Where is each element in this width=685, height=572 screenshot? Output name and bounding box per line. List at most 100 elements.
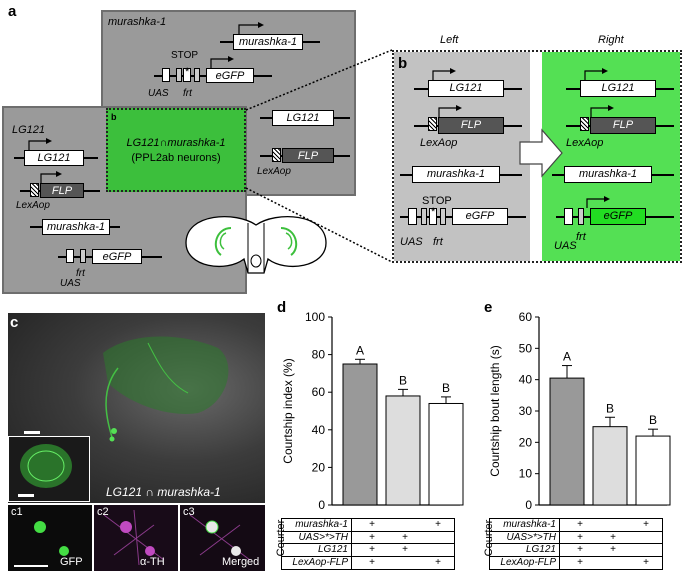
neuron-green-signal — [103, 336, 229, 442]
genotype-row-label: LG121 — [282, 544, 352, 556]
y-tick-label: 0 — [525, 498, 532, 512]
star-mark: * — [185, 66, 190, 78]
genotype-cell: + — [369, 544, 375, 555]
stop-label: STOP — [171, 50, 199, 61]
genotype-row: LG121 + + — [490, 544, 662, 557]
scale-bar — [24, 431, 40, 434]
panel-d-letter: d — [277, 299, 287, 316]
y-tick-label: 100 — [305, 310, 325, 324]
c2-label: c2 — [97, 506, 109, 518]
lg121-box-title: LG121 — [12, 124, 46, 136]
significance-letter: B — [606, 401, 614, 415]
bar — [385, 395, 421, 506]
lexaop-label: LexAop — [420, 137, 458, 149]
c3-merged-label: Merged — [222, 556, 260, 568]
uas-block — [162, 68, 170, 82]
y-tick-label: 60 — [312, 385, 326, 399]
promoter-arrow — [40, 171, 62, 183]
intersection-box — [106, 108, 246, 192]
genotype-row: UAS>*>TH + + — [490, 531, 662, 544]
intersection-b-letter: b — [111, 112, 117, 122]
panel-c-main-label: LG121 ∩ murashka-1 — [106, 485, 221, 499]
c1-signal — [34, 521, 69, 556]
uas-label: UAS — [148, 88, 169, 99]
y-tick-label: 10 — [519, 467, 533, 481]
intersection-label: LG121∩murashka-1 — [126, 137, 226, 149]
bar — [592, 426, 628, 506]
lexaop-block — [30, 183, 39, 197]
y-tick-label: 40 — [312, 423, 326, 437]
murashka-gene-box: murashka-1 — [233, 34, 303, 50]
frt-block — [80, 249, 86, 263]
promoter-arrow — [238, 22, 264, 34]
genotype-cell: + — [577, 544, 583, 555]
genotype-cell: + — [577, 531, 583, 543]
c1-gfp-label: GFP — [60, 556, 83, 568]
uas-label: UAS — [400, 236, 423, 248]
c3-signal — [189, 514, 251, 561]
y-tick-label: 20 — [519, 435, 533, 449]
zoom-connector — [245, 49, 393, 263]
lg121-gene-box: LG121 — [580, 80, 656, 97]
genotype-row-label: UAS>*>TH — [490, 531, 560, 544]
stop-label: STOP — [422, 195, 452, 207]
bar — [428, 402, 464, 506]
egfp-box: eGFP — [452, 208, 508, 225]
stop-block — [183, 68, 191, 82]
uas-label: UAS — [60, 278, 81, 289]
promoter-arrow — [210, 56, 234, 68]
panel-a-letter: a — [8, 3, 17, 20]
genotype-cell: + — [610, 531, 616, 543]
panel-b-letter: b — [398, 55, 408, 72]
c1-scale-bar — [14, 565, 48, 567]
y-tick-label: 20 — [312, 460, 326, 474]
flp-gene-box: FLP — [590, 117, 656, 134]
brain-schematic — [185, 216, 327, 274]
egfp-box: eGFP — [92, 249, 142, 264]
genotype-row-label: LG121 — [490, 544, 560, 556]
genotype-row-label: LexAop-FLP — [490, 556, 560, 569]
egfp-box-active: eGFP — [590, 208, 646, 225]
genotype-cell: + — [435, 519, 441, 530]
lg121-gene-box: LG121 — [428, 80, 504, 97]
y-tick-label: 50 — [519, 341, 533, 355]
genotype-row-label: LexAop-FLP — [282, 556, 352, 569]
murashka-gene-box: murashka-1 — [564, 166, 652, 183]
murashka-gene-box: murashka-1 — [412, 166, 500, 183]
flp-gene-box: FLP — [40, 183, 84, 198]
significance-letter: B — [649, 413, 657, 427]
frt-label: frt — [183, 88, 192, 99]
panel-e-letter: e — [484, 299, 493, 316]
genotype-row: murashka-1 + + — [490, 519, 662, 532]
promoter-arrow — [432, 68, 456, 80]
genotype-cell: + — [402, 531, 408, 543]
genotype-row-label: murashka-1 — [490, 519, 560, 531]
frt-block-1 — [421, 208, 427, 225]
uas-block — [564, 208, 573, 225]
genotype-cell: + — [643, 519, 649, 530]
promoter-arrow — [584, 68, 608, 80]
genotype-row: UAS>*>TH++ — [282, 531, 454, 544]
genotype-row-label: UAS>*>TH — [282, 531, 352, 544]
significance-letter: A — [563, 350, 571, 364]
promoter-arrow — [590, 105, 614, 117]
uas-block — [408, 208, 417, 225]
genotype-cell: + — [577, 519, 583, 530]
genotype-grid: murashka-1++UAS>*>TH++LG121++LexAop-FLP+… — [489, 518, 663, 570]
genotype-cell: + — [369, 556, 375, 568]
frt-block-1 — [176, 68, 182, 82]
lexaop-label: LexAop — [16, 200, 50, 211]
genotype-row-label: murashka-1 — [282, 519, 352, 531]
inset-green-signal — [20, 444, 72, 488]
uas-label: UAS — [554, 240, 577, 252]
flp-gene-box: FLP — [282, 148, 334, 163]
lexaop-label: LexAop — [257, 166, 291, 177]
bar — [635, 435, 671, 506]
genotype-cell: + — [610, 544, 616, 555]
panel-c-letter: c — [10, 314, 19, 331]
y-tick-label: 0 — [318, 498, 325, 512]
